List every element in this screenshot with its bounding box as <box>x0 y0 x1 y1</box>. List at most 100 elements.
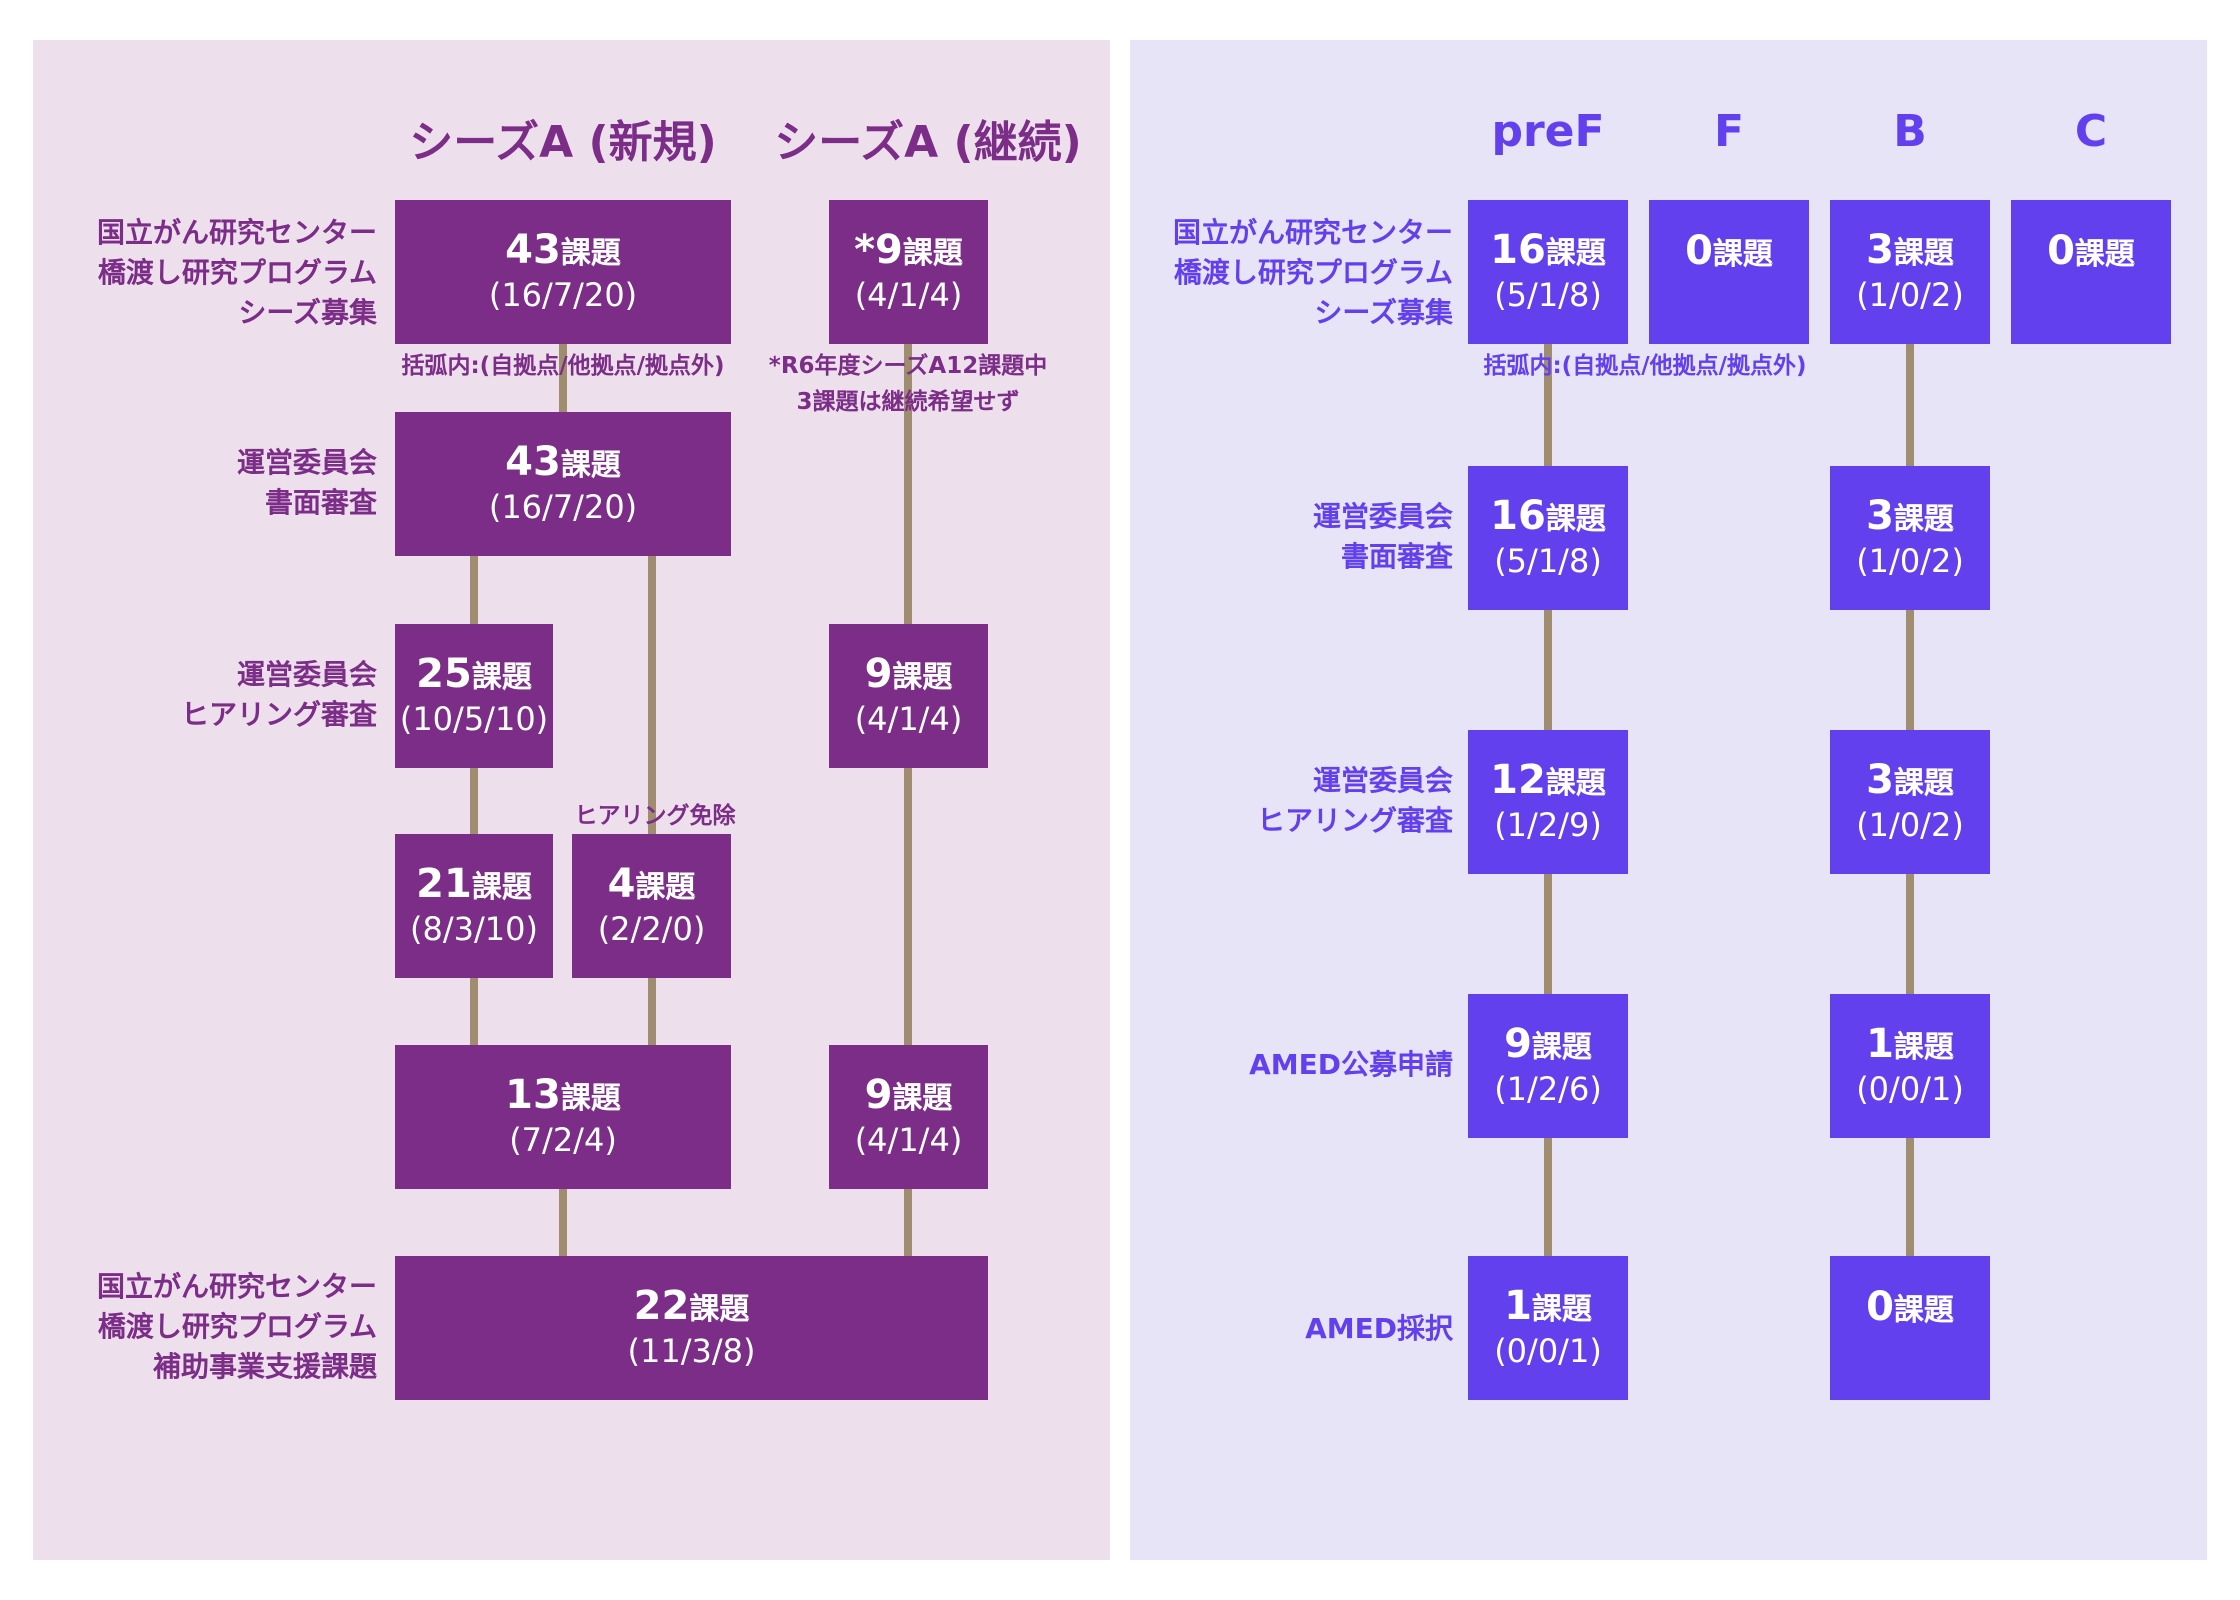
connector <box>1544 872 1552 994</box>
node-count: 9 <box>1504 1021 1532 1067</box>
node-count: 22 <box>633 1283 690 1329</box>
note-hearing-exempt: ヒアリング免除 <box>574 803 736 829</box>
connector <box>470 556 478 624</box>
connector <box>1906 342 1914 466</box>
connector <box>1906 608 1914 730</box>
node-count: 3 <box>1866 227 1894 273</box>
node-pref-recruitment: 16課題 (5/1/8) <box>1468 200 1628 344</box>
node-count: 9 <box>864 651 893 697</box>
node-breakdown: (0/0/1) <box>1494 1332 1602 1370</box>
node-unit: 課題 <box>635 870 696 905</box>
node-support-project-total: 22課題 (11/3/8) <box>395 1256 988 1400</box>
node-unit: 課題 <box>689 1292 750 1327</box>
node-breakdown: (4/1/4) <box>854 276 963 314</box>
node-count: 1 <box>1504 1283 1532 1329</box>
connector <box>904 767 912 1045</box>
row-label-support-project: 国立がん研究センター 橋渡し研究プログラム 補助事業支援課題 <box>96 1270 377 1383</box>
node-breakdown: (2/2/0) <box>597 910 706 948</box>
connector <box>648 978 656 1045</box>
node-count: 9 <box>864 1072 893 1118</box>
node-breakdown: (4/1/4) <box>854 700 963 738</box>
connector <box>470 767 478 834</box>
node-count: 4 <box>607 861 636 907</box>
column-header-pref: preF <box>1491 106 1605 157</box>
node-unit: 課題 <box>560 448 621 483</box>
node-seeds-a-new-hearing-pass: 21課題 (8/3/10) <box>395 834 553 978</box>
node-b-amed-application: 1課題 (0/0/1) <box>1830 994 1990 1138</box>
node-b-recruitment: 3課題 (1/0/2) <box>1830 200 1990 344</box>
node-seeds-a-new-hearing-exempt: 4課題 (2/2/0) <box>572 834 731 978</box>
node-b-document-review: 3課題 (1/0/2) <box>1830 466 1990 610</box>
node-unit: 課題 <box>1893 1030 1954 1065</box>
node-unit: 課題 <box>560 1081 621 1116</box>
node-count: 0 <box>2047 228 2075 274</box>
row-label-hearing-review: 運営委員会 ヒアリング審査 <box>1256 764 1453 837</box>
node-pref-amed-application: 9課題 (1/2/6) <box>1468 994 1628 1138</box>
node-unit: 課題 <box>1893 1293 1954 1328</box>
node-unit: 課題 <box>1545 502 1606 537</box>
node-seeds-a-new-hearing-review: 25課題 (10/5/10) <box>395 624 553 768</box>
node-count: 0 <box>1685 228 1713 274</box>
node-unit: 課題 <box>1712 237 1773 272</box>
column-header-seeds-a-continued: シーズA (継続) <box>774 117 1082 168</box>
node-count: 43 <box>505 227 561 273</box>
node-unit: 課題 <box>471 870 532 905</box>
node-breakdown: (4/1/4) <box>854 1121 963 1159</box>
node-count: 12 <box>1490 757 1546 803</box>
node-pref-amed-adoption: 1課題 (0/0/1) <box>1468 1256 1628 1400</box>
row-label-amed-adoption: AMED採択 <box>1305 1312 1453 1345</box>
node-count: 21 <box>416 861 472 907</box>
node-count: 16 <box>1490 493 1546 539</box>
node-breakdown: (1/2/6) <box>1494 1070 1602 1108</box>
node-unit: 課題 <box>1545 236 1606 271</box>
connector <box>648 556 656 834</box>
row-label-document-review: 運営委員会 書面審査 <box>1312 500 1453 573</box>
node-seeds-a-new-document-review: 43課題 (16/7/20) <box>395 412 731 556</box>
node-seeds-a-continued-recruitment: *9課題 (4/1/4) <box>829 200 988 344</box>
node-breakdown: (5/1/8) <box>1494 276 1602 314</box>
node-unit: 課題 <box>471 660 532 695</box>
node-count: 3 <box>1866 493 1894 539</box>
connector <box>559 342 567 412</box>
node-unit: 課題 <box>2074 237 2135 272</box>
node-b-hearing-review: 3課題 (1/0/2) <box>1830 730 1990 874</box>
row-label-document-review: 運営委員会 書面審査 <box>236 446 377 519</box>
node-unit: 課題 <box>1893 236 1954 271</box>
node-b-amed-adoption: 0課題 <box>1830 1256 1990 1400</box>
row-label-hearing-review: 運営委員会 ヒアリング審査 <box>180 658 377 731</box>
node-breakdown: (0/0/1) <box>1856 1070 1964 1108</box>
node-unit: 課題 <box>892 1081 953 1116</box>
column-header-c: C <box>2074 106 2108 157</box>
node-count: 3 <box>1866 757 1894 803</box>
connector <box>1544 1136 1552 1256</box>
node-seeds-a-continued-final: 9課題 (4/1/4) <box>829 1045 988 1189</box>
node-seeds-a-new-final: 13課題 (7/2/4) <box>395 1045 731 1189</box>
node-unit: 課題 <box>892 660 953 695</box>
node-unit: 課題 <box>902 236 963 271</box>
node-breakdown: (11/3/8) <box>627 1332 756 1370</box>
node-breakdown: (7/2/4) <box>509 1121 617 1159</box>
node-breakdown: (10/5/10) <box>399 700 549 738</box>
node-count: *9 <box>854 227 903 273</box>
node-unit: 課題 <box>1545 766 1606 801</box>
node-count: 25 <box>416 651 472 697</box>
node-unit: 課題 <box>1531 1292 1592 1327</box>
node-breakdown: (16/7/20) <box>488 488 638 526</box>
node-pref-document-review: 16課題 (5/1/8) <box>1468 466 1628 610</box>
node-seeds-a-new-recruitment: 43課題 (16/7/20) <box>395 200 731 344</box>
column-header-b: B <box>1893 106 1927 157</box>
connector <box>1544 608 1552 730</box>
connector <box>1906 1136 1914 1256</box>
node-count: 1 <box>1866 1021 1894 1067</box>
row-label-recruitment: 国立がん研究センター 橋渡し研究プログラム シーズ募集 <box>1172 216 1453 329</box>
node-f-recruitment: 0課題 <box>1649 200 1809 344</box>
node-seeds-a-continued-hearing: 9課題 (4/1/4) <box>829 624 988 768</box>
node-breakdown: (1/0/2) <box>1856 806 1964 844</box>
node-unit: 課題 <box>1893 502 1954 537</box>
node-count: 0 <box>1866 1284 1894 1330</box>
node-breakdown: (8/3/10) <box>410 910 538 948</box>
node-count: 16 <box>1490 227 1546 273</box>
node-breakdown: (1/2/9) <box>1494 806 1602 844</box>
node-breakdown: (1/0/2) <box>1856 542 1964 580</box>
node-breakdown: (16/7/20) <box>488 276 638 314</box>
